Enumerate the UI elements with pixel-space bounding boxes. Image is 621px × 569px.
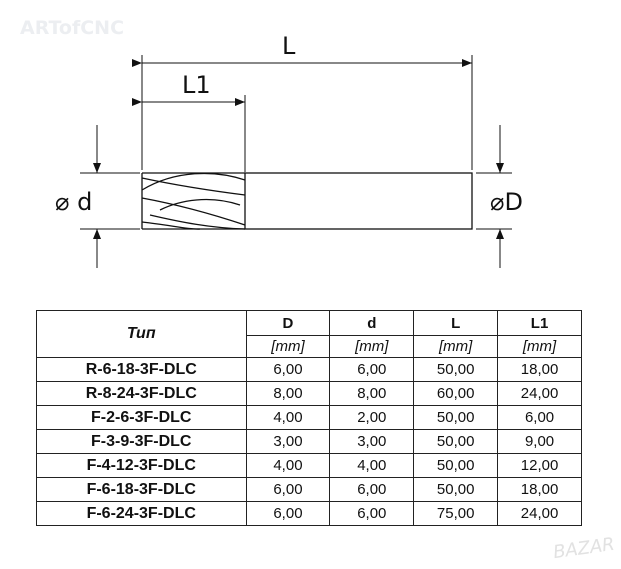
value-cell: 4,00 — [245, 453, 331, 478]
value-cell: 6,00 — [329, 501, 415, 526]
type-cell: R-8-24-3F-DLC — [36, 381, 247, 406]
type-cell: F-3-9-3F-DLC — [36, 429, 247, 454]
value-cell: 3,00 — [329, 429, 415, 454]
header-d: d — [329, 310, 415, 336]
value-cell: 9,00 — [497, 429, 582, 454]
value-cell: 50,00 — [413, 477, 499, 502]
type-cell: F-6-24-3F-DLC — [36, 501, 247, 526]
value-cell: 6,00 — [245, 477, 331, 502]
label-d: ⌀ d — [55, 188, 92, 216]
type-cell: F-4-12-3F-DLC — [36, 453, 247, 478]
value-cell: 60,00 — [413, 381, 499, 406]
type-cell: R-6-18-3F-DLC — [36, 357, 247, 382]
value-cell: 50,00 — [413, 429, 499, 454]
label-L: L — [282, 32, 296, 60]
value-cell: 6,00 — [497, 405, 582, 430]
value-cell: 24,00 — [497, 501, 582, 526]
value-cell: 12,00 — [497, 453, 582, 478]
spec-table: Тип D d L L1 [mm] [mm] [mm] [mm] R-6-18-… — [36, 310, 582, 526]
header-D: D — [245, 310, 331, 336]
value-cell: 4,00 — [329, 453, 415, 478]
value-cell: 8,00 — [329, 381, 415, 406]
value-cell: 3,00 — [245, 429, 331, 454]
value-cell: 18,00 — [497, 477, 582, 502]
unit: [mm] — [497, 335, 582, 358]
unit: [mm] — [329, 335, 415, 358]
value-cell: 6,00 — [329, 357, 415, 382]
header-L: L — [413, 310, 499, 336]
bazar-watermark: BAZAR — [552, 533, 617, 564]
type-header: Тип — [36, 310, 247, 358]
value-cell: 6,00 — [329, 477, 415, 502]
type-cell: F-6-18-3F-DLC — [36, 477, 247, 502]
value-cell: 50,00 — [413, 453, 499, 478]
label-L1: L1 — [182, 71, 211, 99]
value-cell: 18,00 — [497, 357, 582, 382]
label-D: ⌀D — [490, 188, 523, 216]
type-cell: F-2-6-3F-DLC — [36, 405, 247, 430]
watermark: ARTofCNC — [20, 17, 125, 39]
value-cell: 4,00 — [245, 405, 331, 430]
value-cell: 6,00 — [245, 501, 331, 526]
header-L1: L1 — [497, 310, 582, 336]
unit: [mm] — [245, 335, 331, 358]
tool-body — [141, 172, 473, 230]
unit: [mm] — [413, 335, 499, 358]
value-cell: 50,00 — [413, 357, 499, 382]
value-cell: 6,00 — [245, 357, 331, 382]
end-mill-drawing: L L1 ⌀ d ⌀D — [55, 32, 523, 268]
value-cell: 75,00 — [413, 501, 499, 526]
value-cell: 50,00 — [413, 405, 499, 430]
value-cell: 8,00 — [245, 381, 331, 406]
value-cell: 2,00 — [329, 405, 415, 430]
value-cell: 24,00 — [497, 381, 582, 406]
